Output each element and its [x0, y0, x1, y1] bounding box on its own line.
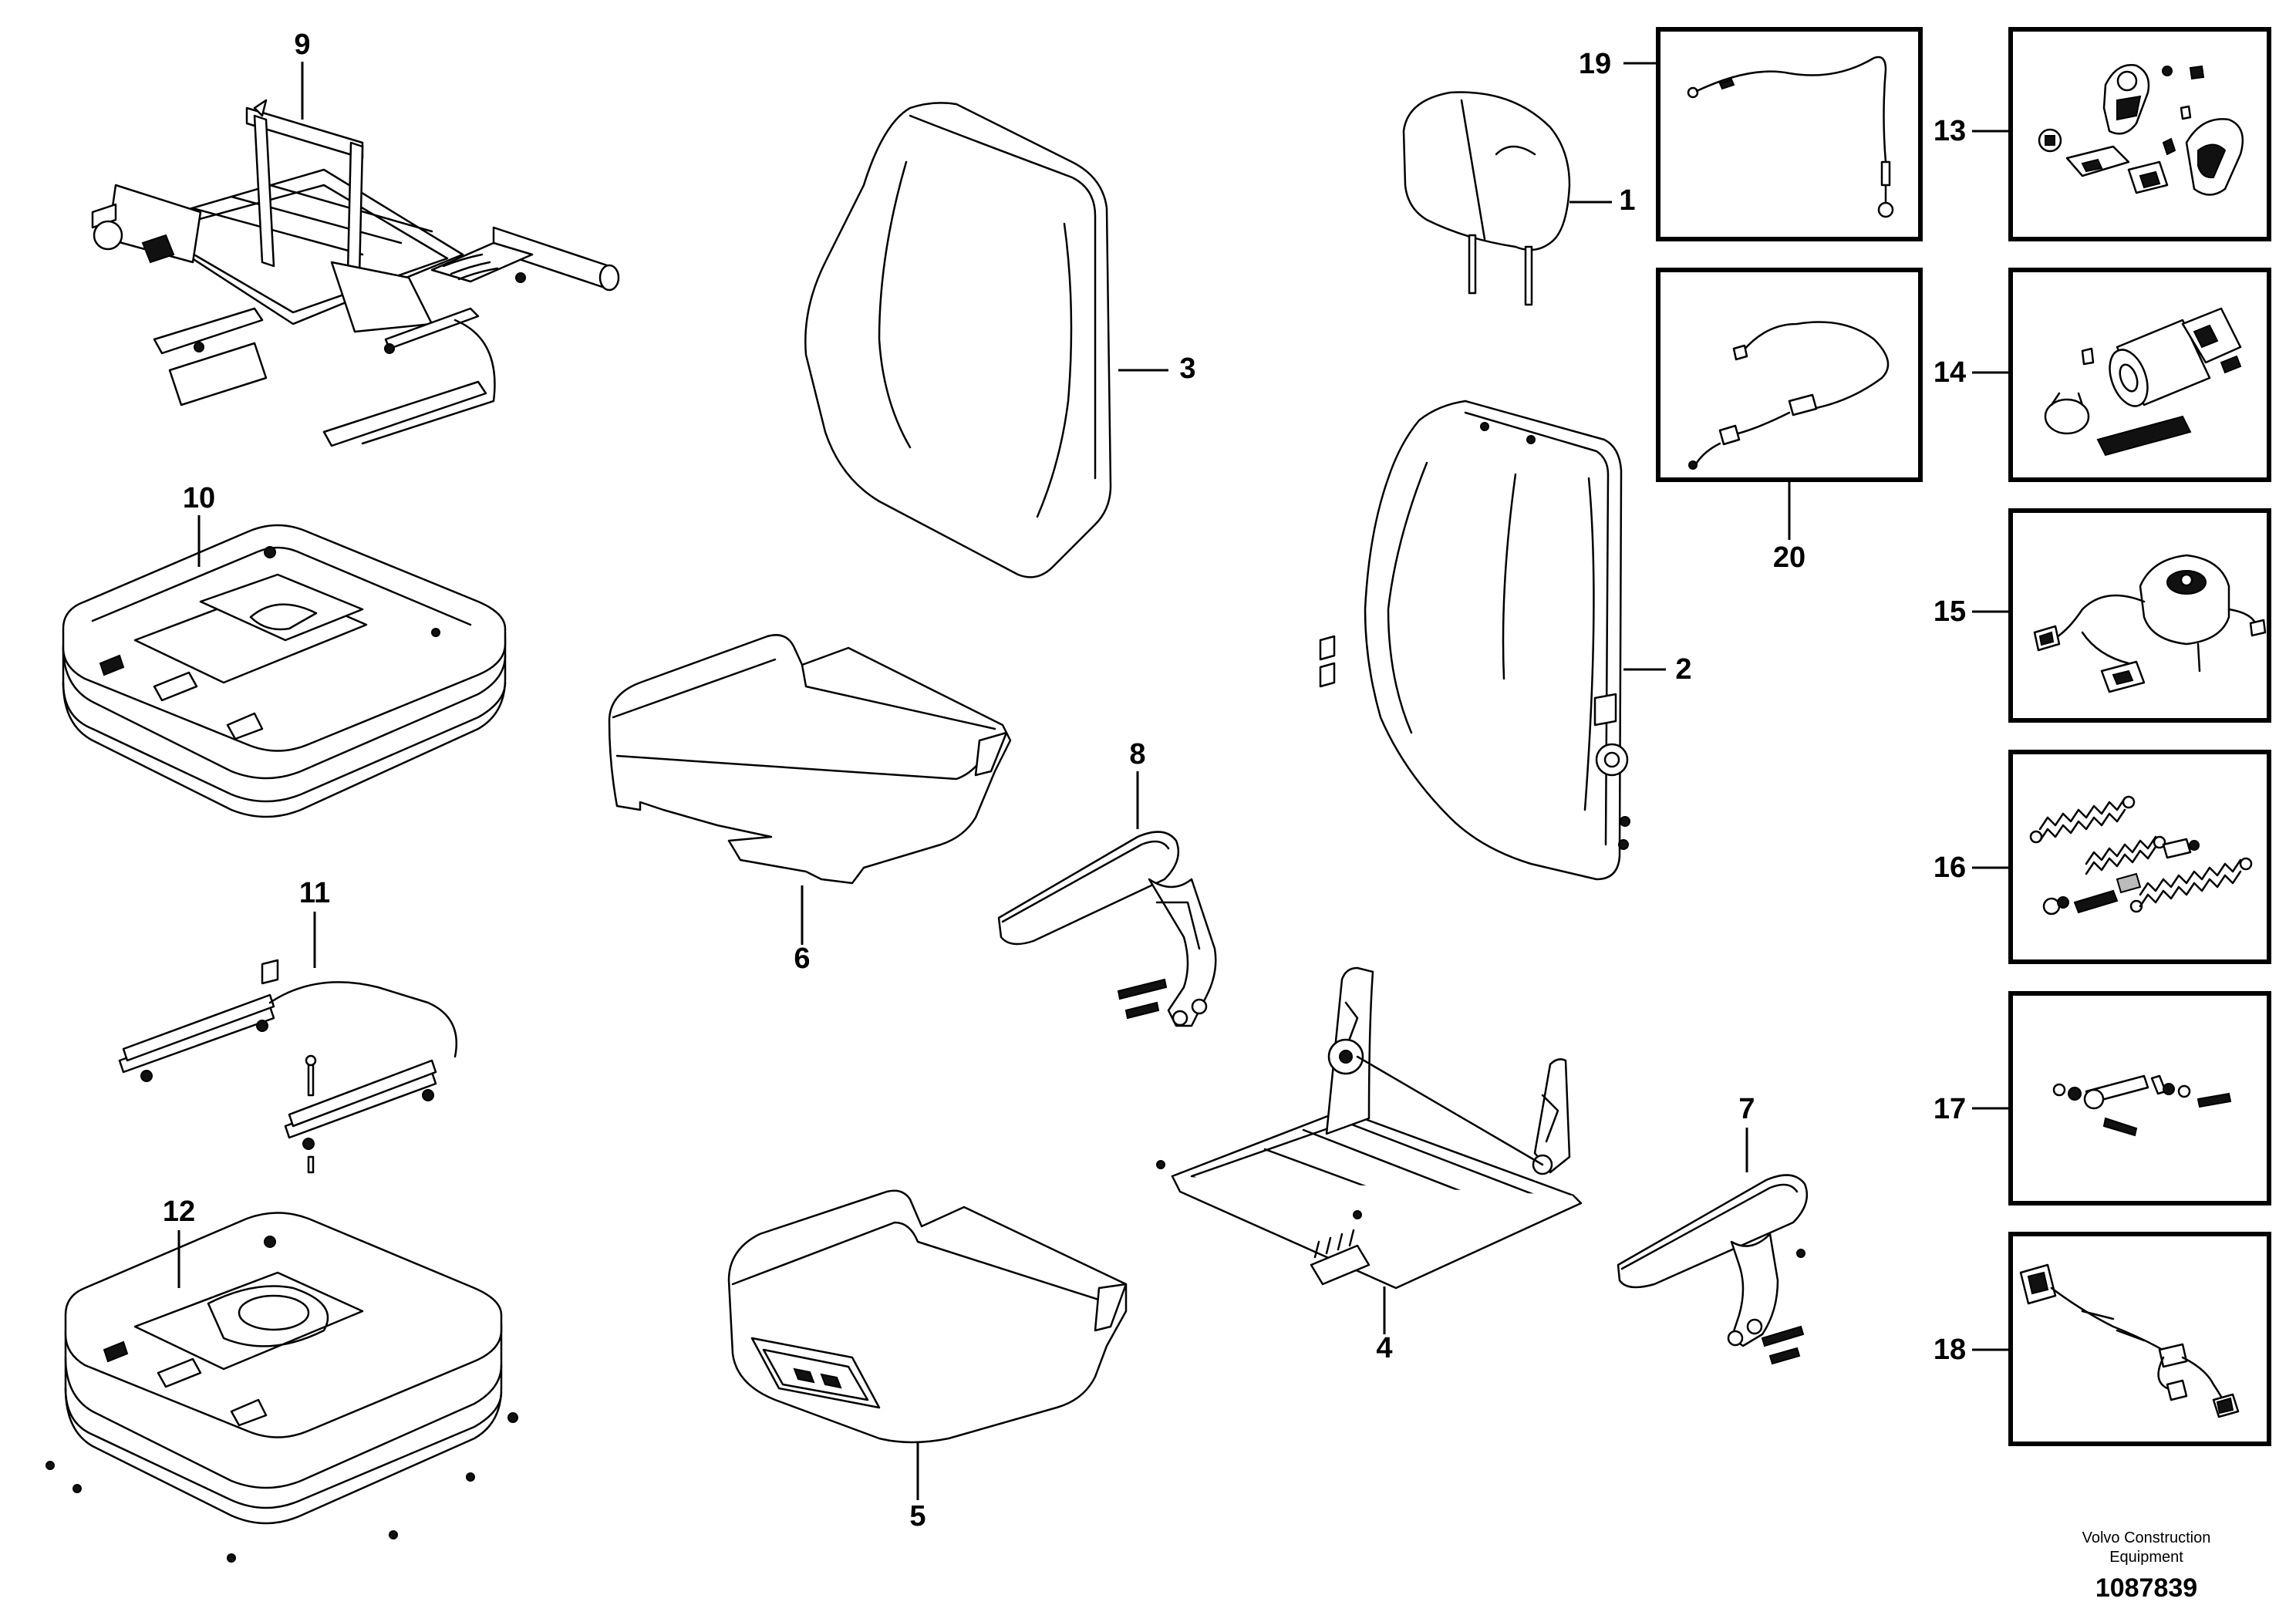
part-12-suspension-cushion	[46, 1212, 518, 1563]
company-name-line2: Equipment	[2109, 1549, 2183, 1566]
part-16-spring-kit	[2029, 795, 2253, 916]
callout-1: 1	[1619, 184, 1635, 217]
part-4-seat-frame	[1156, 966, 1583, 1290]
footer: Volvo Construction Equipment 1087839	[2082, 1529, 2211, 1603]
part-1-headrest	[1402, 91, 1571, 306]
part-10-suspension-cushion	[62, 524, 507, 818]
part-19-cable	[1687, 56, 1894, 218]
callout-15: 15	[1934, 595, 1966, 628]
part-6-seat-cushion	[608, 634, 1012, 885]
callout-2: 2	[1675, 653, 1691, 686]
callout-18: 18	[1934, 1334, 1966, 1366]
part-20-cable	[1688, 321, 1890, 470]
callout-9: 9	[294, 29, 310, 61]
callout-14: 14	[1934, 356, 1966, 389]
part-5-seat-cushion	[727, 1189, 1128, 1444]
callout-17: 17	[1934, 1093, 1966, 1125]
part-9-slide-frame	[91, 99, 620, 447]
part-16-box	[2008, 750, 2271, 964]
part-18-wiring-harness	[2019, 1263, 2240, 1418]
callout-12: 12	[163, 1195, 195, 1228]
callout-20: 20	[1773, 541, 1805, 574]
callout-3: 3	[1179, 352, 1195, 385]
callout-5: 5	[909, 1500, 925, 1533]
part-15-motor-harness	[2033, 554, 2267, 693]
callout-7: 7	[1738, 1093, 1755, 1125]
part-11-slide-rails	[118, 959, 458, 1174]
company-name: Volvo Construction	[2082, 1529, 2211, 1546]
callout-16: 16	[1934, 851, 1966, 884]
part-14-compressor-kit	[2044, 307, 2242, 457]
drawing-number: 1087839	[2095, 1573, 2197, 1603]
callout-10: 10	[183, 482, 215, 514]
part-20-box	[1656, 268, 1923, 482]
part-17-pin-kit	[2052, 1074, 2232, 1137]
part-13-adjuster-kit	[2038, 64, 2244, 196]
part-15-box	[2008, 508, 2271, 723]
part-3-backrest-cushion	[804, 102, 1112, 578]
part-19-box	[1656, 27, 1923, 241]
part-7-armrest	[1617, 1174, 1809, 1365]
part-2-backrest	[1319, 400, 1630, 881]
callout-4: 4	[1376, 1332, 1392, 1364]
callout-11: 11	[299, 877, 330, 909]
callout-13: 13	[1934, 115, 1966, 147]
callout-19: 19	[1579, 48, 1611, 80]
callout-6: 6	[794, 943, 810, 975]
callout-8: 8	[1129, 738, 1145, 771]
part-8-armrest	[997, 831, 1217, 1027]
